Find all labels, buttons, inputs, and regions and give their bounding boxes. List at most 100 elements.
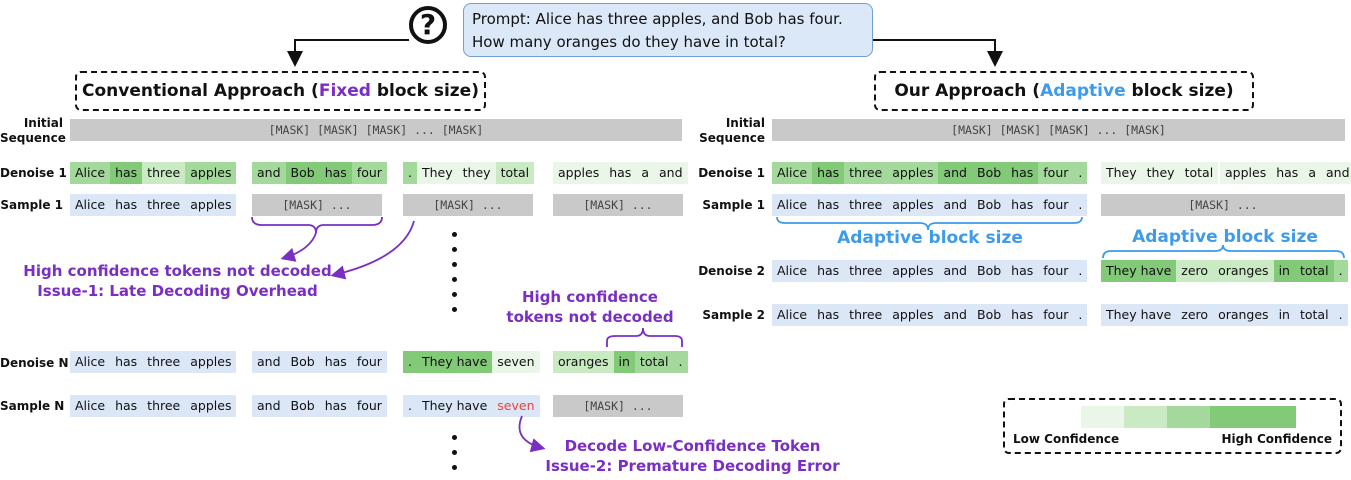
token: apples xyxy=(190,398,232,413)
token: has xyxy=(115,354,138,369)
hc-line-1: High confidence xyxy=(522,288,658,306)
token: four xyxy=(1038,162,1074,184)
question-icon: ? xyxy=(409,6,447,44)
label-initial: Initial xyxy=(725,116,765,130)
scale-step xyxy=(1081,406,1124,428)
ellipsis-dots-top xyxy=(452,232,457,322)
label-initial-sequence-left: Initial Sequence xyxy=(0,116,66,146)
token: and xyxy=(938,162,972,184)
token: has xyxy=(1006,162,1039,184)
scale-step xyxy=(1124,406,1167,428)
right-sample1-mask-block: [MASK] ... xyxy=(1101,194,1345,216)
token: seven xyxy=(492,351,540,373)
token: has xyxy=(1271,162,1304,184)
token: They have xyxy=(1101,260,1177,282)
hc-line-2: tokens not decoded xyxy=(506,308,674,326)
sampleN-mask-block-4: [MASK] ... xyxy=(553,395,683,417)
token: total xyxy=(495,162,535,184)
token: They xyxy=(1101,162,1142,184)
scale-step xyxy=(1167,406,1210,428)
label-denoise-n: Denoise N xyxy=(0,356,69,370)
token: . xyxy=(1073,162,1088,184)
token: . xyxy=(1338,307,1343,322)
token: Bob xyxy=(285,162,320,184)
token: has xyxy=(324,354,347,369)
token: has xyxy=(1011,307,1034,322)
token: They xyxy=(416,162,458,184)
token: and xyxy=(943,307,967,322)
token: . xyxy=(403,351,417,373)
token: has xyxy=(115,398,138,413)
issue-1-annotation: High confidence tokens not decoded Issue… xyxy=(0,261,355,301)
mask-text: [MASK] ... xyxy=(1188,198,1258,212)
arrow-to-conventional xyxy=(287,39,409,67)
token: three xyxy=(849,263,883,278)
token: oranges xyxy=(1218,307,1269,322)
prompt-line-1: Prompt: Alice has three apples, and Bob … xyxy=(472,10,843,28)
token: . xyxy=(1078,197,1083,212)
token: . xyxy=(408,398,412,413)
bracket-block-2 xyxy=(251,216,383,234)
ellipsis-dots-bottom xyxy=(452,435,457,480)
token: and xyxy=(943,197,967,212)
token: total xyxy=(1179,162,1219,184)
mask-text: [MASK] ... xyxy=(433,198,503,212)
high-confidence-label: High Confidence xyxy=(1221,432,1332,446)
adaptive-block-size-label-2: Adaptive block size xyxy=(1132,227,1318,247)
token: three xyxy=(147,354,181,369)
token: zero xyxy=(1176,260,1214,282)
sample1-mask-block-4: [MASK] ... xyxy=(553,194,683,216)
token: has xyxy=(319,162,352,184)
token: and xyxy=(252,162,286,184)
token: apples xyxy=(892,263,934,278)
low-confidence-label: Low Confidence xyxy=(1013,432,1120,446)
scale-step xyxy=(1253,406,1296,428)
token: in xyxy=(613,351,635,373)
label-sample-n: Sample N xyxy=(0,399,65,413)
high-confidence-annotation: High confidence tokens not decoded xyxy=(480,287,700,327)
conventional-title-pre: Conventional Approach ( xyxy=(82,81,319,101)
label-denoise-1-right: Denoise 1 xyxy=(698,166,765,180)
conventional-title: Conventional Approach (Fixed block size) xyxy=(75,71,486,111)
token: has xyxy=(1011,263,1034,278)
token: four xyxy=(356,354,382,369)
token: apples xyxy=(190,197,232,212)
token: Alice xyxy=(70,162,111,184)
token: . xyxy=(673,351,688,373)
token: They have xyxy=(1106,307,1172,322)
token: Alice xyxy=(75,398,106,413)
token: has xyxy=(817,263,840,278)
token: . xyxy=(1078,307,1083,322)
conventional-title-post: block size) xyxy=(370,81,479,101)
token: Alice xyxy=(75,354,106,369)
arrow-issue-1-a xyxy=(280,232,317,262)
token: they xyxy=(457,162,496,184)
token: four xyxy=(351,162,387,184)
token: Bob xyxy=(977,263,1002,278)
token: three xyxy=(849,307,883,322)
label-sample-1-left: Sample 1 xyxy=(0,198,63,212)
issue-2-line-2: Issue-2: Premature Decoding Error xyxy=(545,457,840,475)
bracket-high-confidence xyxy=(606,327,683,347)
token: and xyxy=(257,398,281,413)
token: apples xyxy=(887,162,939,184)
issue-2-annotation: Decode Low-Confidence Token Issue-2: Pre… xyxy=(525,436,860,476)
token: has xyxy=(817,197,840,212)
fixed-highlight: Fixed xyxy=(318,81,371,101)
mask-text: [MASK] ... xyxy=(583,198,653,212)
mask-text: [MASK] ... xyxy=(583,399,653,413)
token: Bob xyxy=(290,354,315,369)
token: four xyxy=(1043,197,1069,212)
bracket-adaptive-1 xyxy=(776,216,1083,231)
token: and xyxy=(1321,162,1351,184)
token: Bob xyxy=(977,197,1002,212)
token: and xyxy=(943,263,967,278)
sample1-mask-block-3: [MASK] ... xyxy=(403,194,533,216)
token: three xyxy=(142,162,186,184)
